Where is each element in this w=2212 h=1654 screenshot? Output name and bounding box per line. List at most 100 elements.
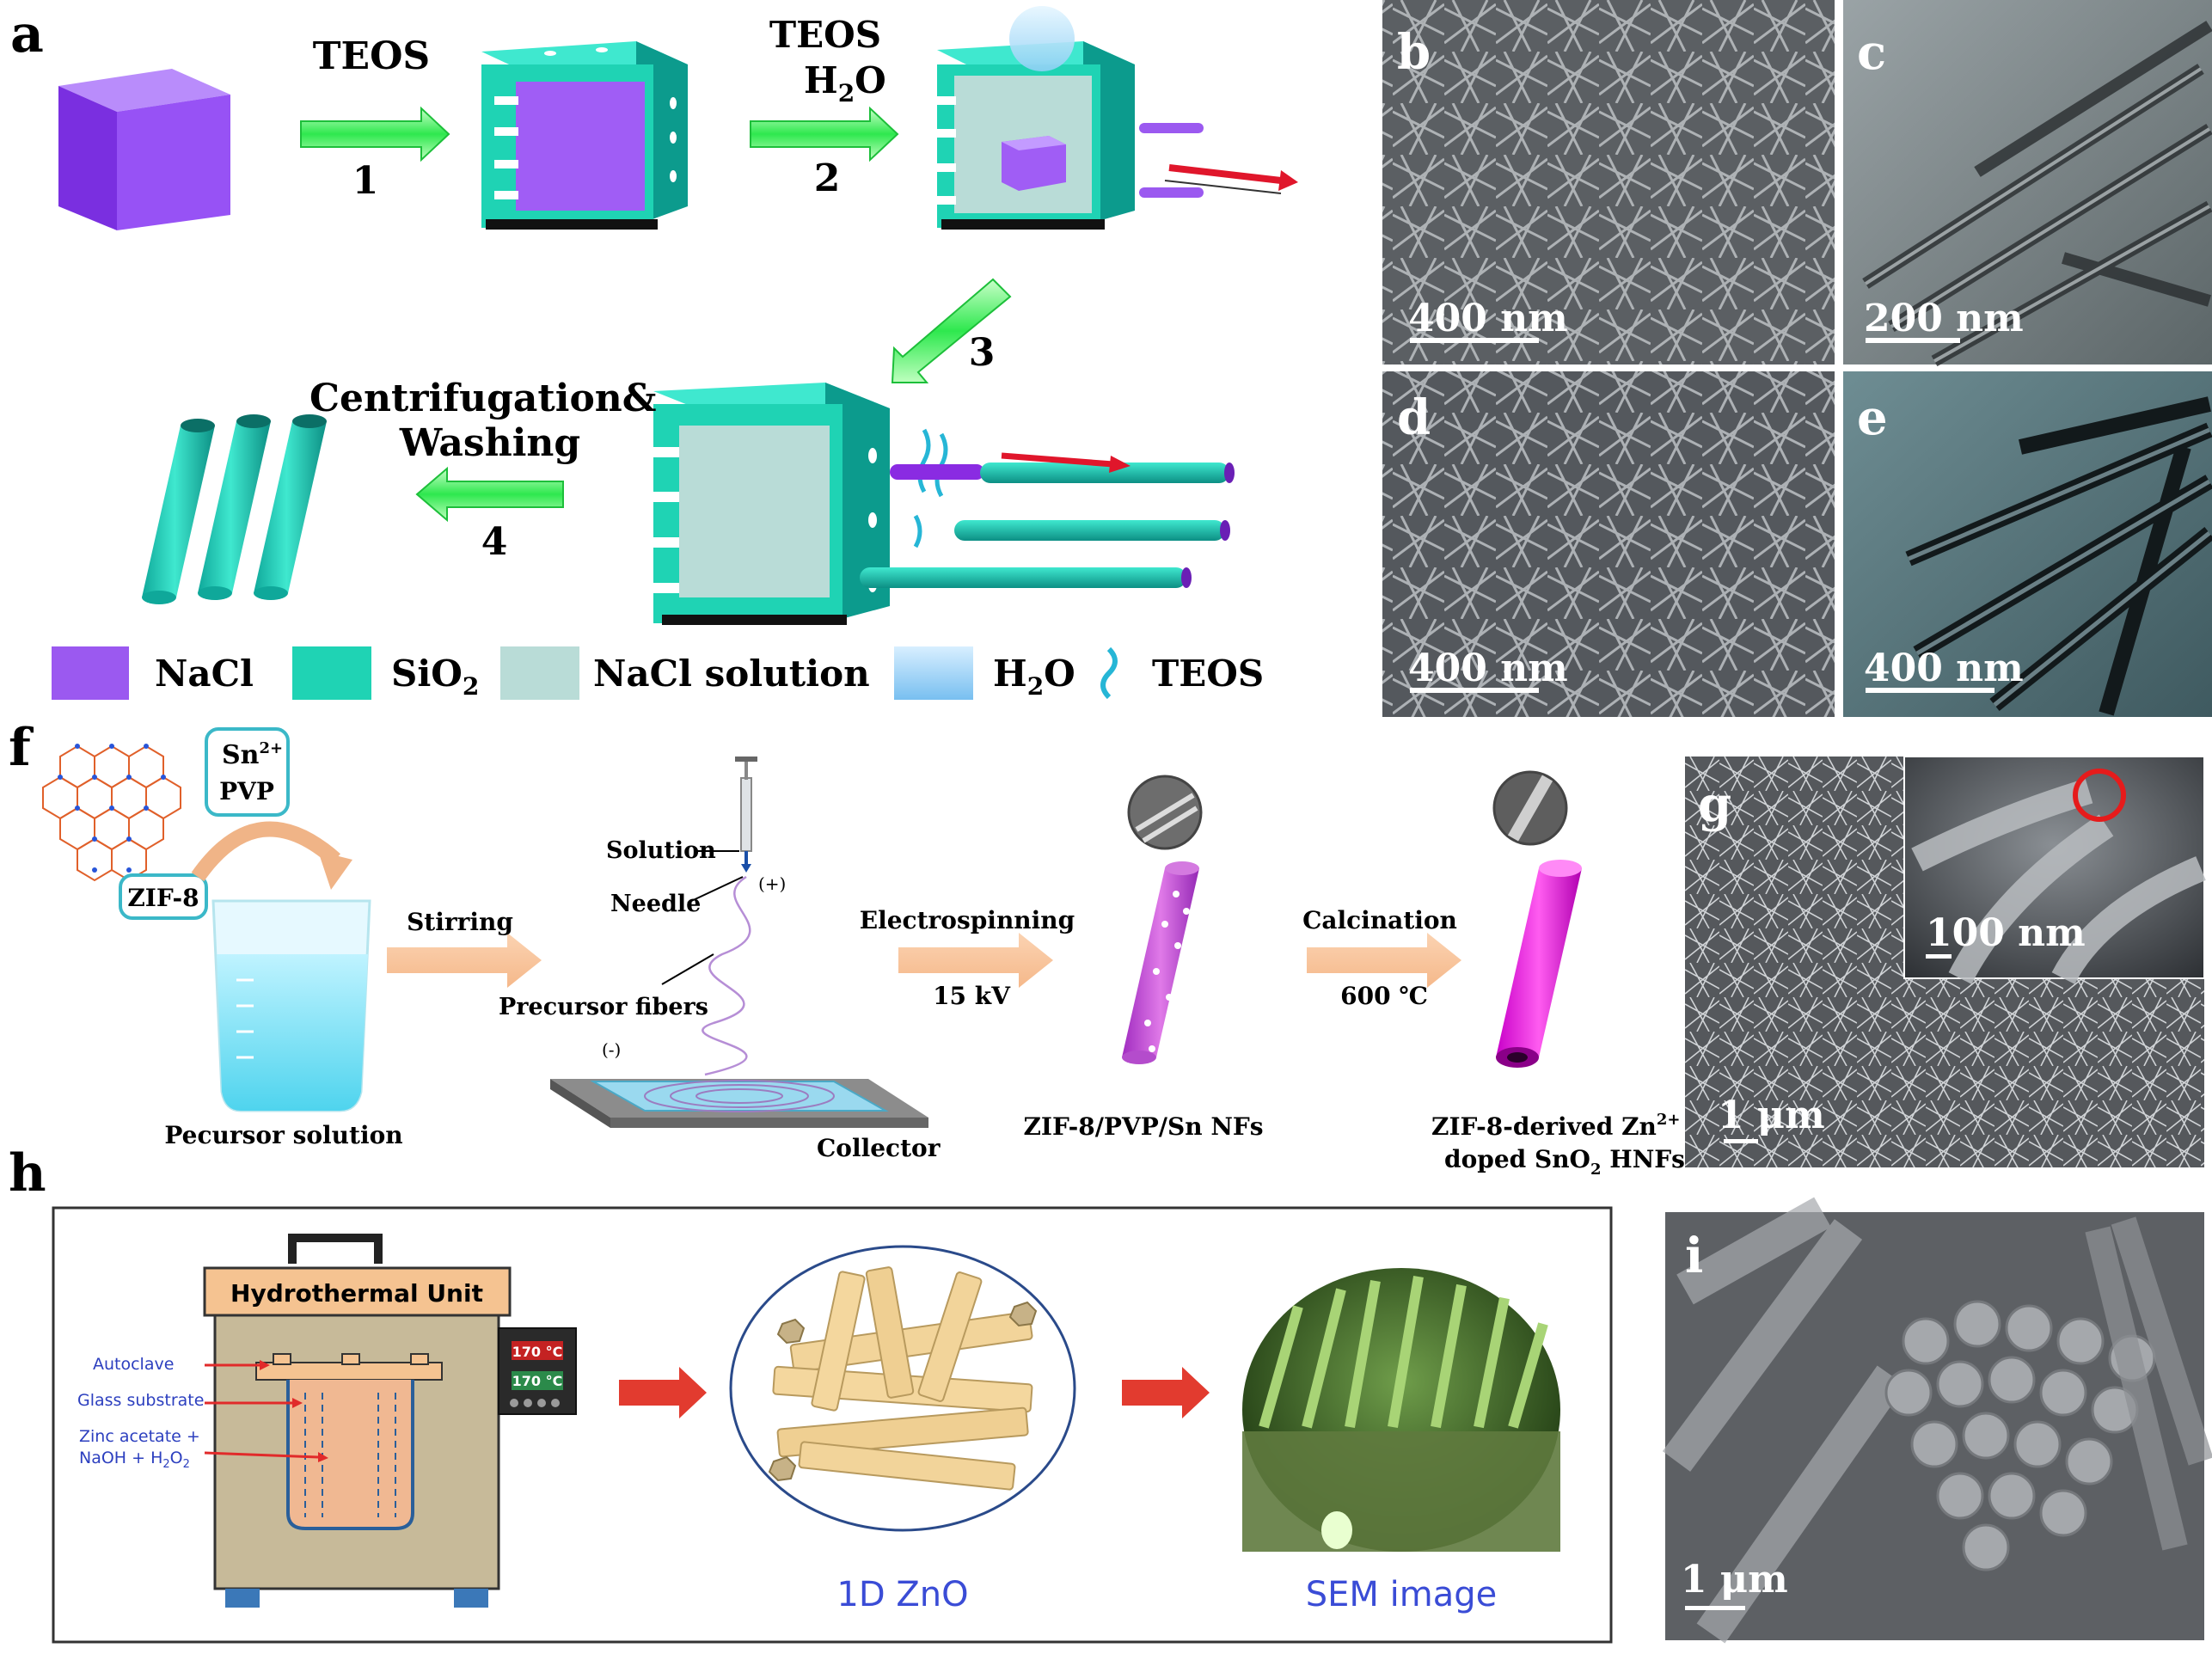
panel-letter-c: c [1857, 24, 1886, 81]
plus-label: (+) [758, 873, 786, 894]
sn-charge: 2+ [259, 739, 283, 757]
naoh-sub1: 2 [162, 1458, 169, 1471]
scale-bar-g-inset [1926, 954, 1952, 959]
silica-shell-with-nacl [481, 41, 688, 230]
zinc-acetate-label: Zinc acetate + [79, 1427, 200, 1446]
panel-letter-f: f [9, 718, 34, 778]
step4-amp: & [622, 377, 657, 420]
calcination-arrow [1307, 933, 1461, 988]
naoh-o: O [170, 1449, 183, 1467]
legend-h2o-o: O [1044, 652, 1075, 695]
needle-label: Needle [610, 891, 701, 917]
scale-label-g: 1 μm [1718, 1093, 1825, 1137]
product-sub: 2 [1590, 1161, 1602, 1179]
legend-swatch-sio2 [292, 646, 371, 700]
legend-swatch-nacl [52, 646, 129, 700]
shell-dissolving [937, 6, 1298, 230]
product-zn: ZIF-8-derived Zn [1431, 1112, 1657, 1141]
legend-teos: TEOS [1152, 652, 1264, 695]
nacl-cube [58, 69, 230, 230]
legend-solution: NaCl solution [593, 652, 870, 695]
electrospinning-setup [550, 757, 928, 1128]
product-hnfs: HNFs [1601, 1145, 1684, 1173]
naoh-label: NaOH + H2O2 [79, 1449, 190, 1471]
unit-title: Hydrothermal Unit [230, 1279, 483, 1308]
micrograph-d: d 400 nm [1382, 371, 1835, 717]
shell-releasing-tubes [653, 383, 1235, 625]
panel-letter-h: h [9, 1143, 46, 1204]
legend-nacl: NaCl [155, 652, 254, 695]
step4-label-line2: Washing [399, 421, 580, 465]
step2-sub: 2 [838, 79, 855, 107]
scale-label-e: 400 nm [1864, 646, 2024, 690]
micrograph-e: e 400 nm [1843, 371, 2212, 717]
naoh-text: NaOH + H [79, 1449, 162, 1467]
legend: NaCl SiO2 NaCl solution H2O TEOS [52, 646, 1264, 701]
panel-letter-b: b [1397, 24, 1431, 81]
hollow-doped-nanofiber [1492, 770, 1582, 1068]
mixing-arrow [191, 821, 340, 882]
legend-h2o: H2O [993, 652, 1075, 701]
electrospinning-label: Electrospinning [860, 906, 1075, 934]
minus-label: (-) [602, 1039, 621, 1060]
scale-label-d: 400 nm [1408, 646, 1568, 690]
display-1: 170 °C [512, 1344, 563, 1360]
zif8-box [119, 873, 208, 920]
legend-teos-squiggle [1100, 646, 1118, 700]
zno-nanorods [729, 1245, 1076, 1532]
legend-h2o-sub: 2 [1027, 672, 1044, 701]
scale-label-g-inset: 100 nm [1926, 911, 2086, 955]
scale-bar-c [1866, 338, 1960, 343]
sn-ion-label: Sn2+ [222, 739, 283, 770]
electrospinning-arrow [898, 933, 1053, 988]
scale-bar-d [1410, 688, 1539, 693]
step3-number: 3 [969, 331, 996, 375]
step4-label-line1: Centrifugation& [309, 377, 657, 420]
panel-letter-i: i [1685, 1228, 1703, 1284]
precursor-beaker [211, 899, 371, 1112]
highlight-circle [2073, 769, 2126, 822]
autoclave-label: Autoclave [93, 1355, 174, 1374]
calcination-label: Calcination [1302, 906, 1457, 934]
nf-label: ZIF-8/PVP/Sn NFs [1023, 1112, 1263, 1141]
glass-substrate-label: Glass substrate [77, 1391, 204, 1410]
legend-swatch-solution [500, 646, 579, 700]
scale-bar-e [1866, 688, 1994, 693]
scale-label-i: 1 μm [1681, 1558, 1788, 1602]
sn-pvp-box [205, 727, 290, 817]
step2-reagent-line1: TEOS [769, 14, 881, 56]
step2-o: O [855, 59, 886, 101]
scale-bar-b [1410, 338, 1539, 343]
zif8-label: ZIF-8 [127, 884, 199, 912]
collector-label: Collector [817, 1134, 941, 1162]
scale-bar-i [1685, 1606, 1745, 1610]
micrograph-b: b 400 nm [1382, 0, 1835, 364]
red-arrow-2 [1122, 1367, 1210, 1418]
product-zn-charge: 2+ [1657, 1111, 1681, 1129]
micrograph-g: g 100 nm 1 μm [1685, 756, 2206, 1167]
sn-symbol: Sn [222, 740, 260, 770]
panel-letter-a: a [10, 4, 44, 64]
scale-bar-g [1724, 1139, 1758, 1143]
naoh-sub2: 2 [183, 1458, 190, 1471]
stirring-arrow [387, 933, 542, 988]
micrograph-c: c 200 nm [1843, 0, 2212, 367]
arrow-step-3 [891, 278, 1012, 383]
step4-number: 4 [481, 520, 508, 564]
stirring-label: Stirring [407, 908, 513, 936]
zif8-framework [42, 744, 181, 882]
scale-label-c: 200 nm [1864, 297, 2024, 340]
pvp-label: PVP [219, 777, 274, 806]
panel-letter-e: e [1857, 389, 1888, 446]
sem-label: SEM image [1306, 1575, 1497, 1614]
step2-h: H [804, 59, 838, 101]
legend-swatch-h2o [894, 646, 973, 700]
red-arrow-1 [619, 1367, 707, 1418]
arrow-step-1 [300, 106, 450, 162]
precursor-solution-label: Pecursor solution [164, 1121, 402, 1149]
precursor-nanofiber [1122, 775, 1203, 1064]
legend-sio2-sub: 2 [463, 672, 479, 701]
sem-image-green [1242, 1268, 1560, 1552]
legend-sio2-main: SiO [391, 652, 463, 695]
